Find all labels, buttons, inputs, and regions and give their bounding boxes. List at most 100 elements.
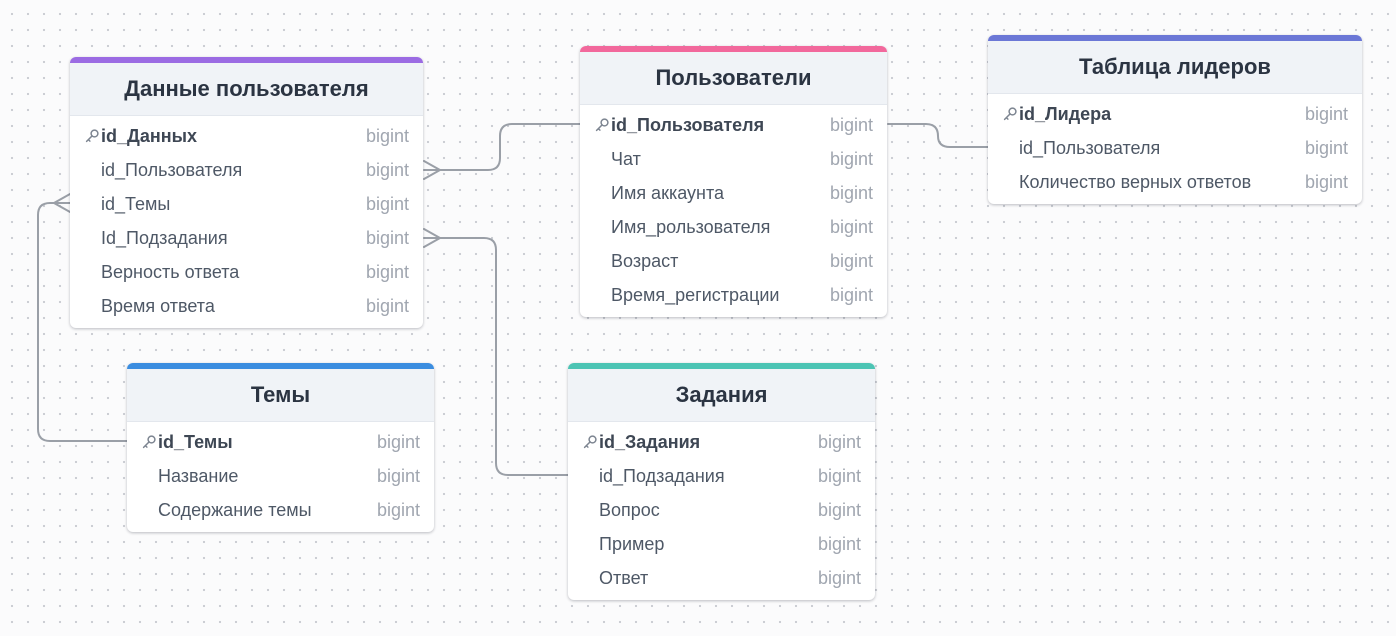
field-row[interactable]: id_Пользователя bigint: [988, 131, 1362, 165]
key-icon: [582, 434, 598, 450]
field-name: id_Данных: [101, 125, 197, 146]
field-type: bigint: [829, 148, 873, 169]
field-name: Пример: [599, 533, 665, 554]
key-icon: [594, 117, 610, 133]
field-type: bigint: [829, 182, 873, 203]
field-row[interactable]: Id_Подзадания bigint: [70, 221, 423, 255]
field-row[interactable]: Возраст bigint: [580, 244, 887, 278]
key-icon: [141, 434, 157, 450]
key-slot: [580, 117, 611, 133]
table-title[interactable]: Задания: [568, 369, 875, 422]
table-accent-bar: [70, 57, 423, 63]
field-name: id_Пользователя: [611, 114, 765, 135]
field-type: bigint: [817, 465, 861, 486]
table-title[interactable]: Данные пользователя: [70, 63, 423, 116]
field-type: bigint: [829, 284, 873, 305]
table-title[interactable]: Таблица лидеров: [988, 41, 1362, 94]
field-name: id_Задания: [599, 431, 701, 452]
field-name: Id_Подзадания: [101, 227, 228, 248]
field-row[interactable]: Содержание темы bigint: [127, 493, 434, 527]
field-name: id_Темы: [158, 431, 233, 452]
primary-key-field-row[interactable]: id_Темы bigint: [127, 425, 434, 459]
field-name: Возраст: [611, 250, 679, 271]
field-name: id_Лидера: [1019, 103, 1112, 124]
table-accent-bar: [568, 363, 875, 369]
field-type: bigint: [365, 261, 409, 282]
field-row[interactable]: Время_регистрации bigint: [580, 278, 887, 312]
field-row[interactable]: Название bigint: [127, 459, 434, 493]
field-name: Название: [158, 465, 239, 486]
field-type: bigint: [365, 227, 409, 248]
crows-foot-icon: [423, 160, 441, 180]
key-slot: [568, 434, 599, 450]
field-name: Чат: [611, 148, 641, 169]
field-row[interactable]: Вопрос bigint: [568, 493, 875, 527]
field-name: Ответ: [599, 567, 649, 588]
relation-user-data-to-users[interactable]: [423, 123, 581, 171]
field-name: id_Подзадания: [599, 465, 725, 486]
crows-foot-icon: [53, 193, 71, 213]
field-name: Имя аккаунта: [611, 182, 725, 203]
field-row[interactable]: Имя аккаунта bigint: [580, 176, 887, 210]
primary-key-field-row[interactable]: id_Данных bigint: [70, 119, 423, 153]
key-slot: [70, 128, 101, 144]
field-name: Время ответа: [101, 295, 215, 316]
key-slot: [988, 106, 1019, 122]
primary-key-field-row[interactable]: id_Задания bigint: [568, 425, 875, 459]
field-type: bigint: [376, 465, 420, 486]
field-type: bigint: [365, 193, 409, 214]
field-row[interactable]: id_Темы bigint: [70, 187, 423, 221]
field-type: bigint: [365, 159, 409, 180]
field-type: bigint: [817, 567, 861, 588]
field-type: bigint: [1304, 137, 1348, 158]
field-type: bigint: [1304, 171, 1348, 192]
field-name: Время_регистрации: [611, 284, 780, 305]
field-type: bigint: [376, 431, 420, 452]
field-row[interactable]: Ответ bigint: [568, 561, 875, 595]
field-name: Верность ответа: [101, 261, 240, 282]
table-title[interactable]: Пользователи: [580, 52, 887, 105]
key-slot: [127, 434, 158, 450]
field-name: Имя_рользователя: [611, 216, 771, 237]
field-type: bigint: [817, 431, 861, 452]
crows-foot-icon: [423, 228, 441, 248]
field-row[interactable]: Время ответа bigint: [70, 289, 423, 323]
primary-key-field-row[interactable]: id_Лидера bigint: [988, 97, 1362, 131]
field-type: bigint: [817, 499, 861, 520]
table-accent-bar: [580, 46, 887, 52]
relation-users-to-leaders[interactable]: [887, 123, 989, 148]
table-title[interactable]: Темы: [127, 369, 434, 422]
field-type: bigint: [365, 295, 409, 316]
field-type: bigint: [1304, 103, 1348, 124]
field-row[interactable]: Чат bigint: [580, 142, 887, 176]
relation-user-data-to-tasks[interactable]: [423, 237, 569, 476]
field-name: Содержание темы: [158, 499, 312, 520]
field-name: Количество верных ответов: [1019, 171, 1252, 192]
field-name: id_Пользователя: [1019, 137, 1161, 158]
field-type: bigint: [829, 250, 873, 271]
field-name: Вопрос: [599, 499, 660, 520]
field-row[interactable]: Количество верных ответов bigint: [988, 165, 1362, 199]
field-type: bigint: [365, 125, 409, 146]
field-row[interactable]: id_Подзадания bigint: [568, 459, 875, 493]
table-accent-bar: [988, 35, 1362, 41]
field-row[interactable]: Верность ответа bigint: [70, 255, 423, 289]
table-accent-bar: [127, 363, 434, 369]
field-type: bigint: [376, 499, 420, 520]
field-name: id_Темы: [101, 193, 171, 214]
